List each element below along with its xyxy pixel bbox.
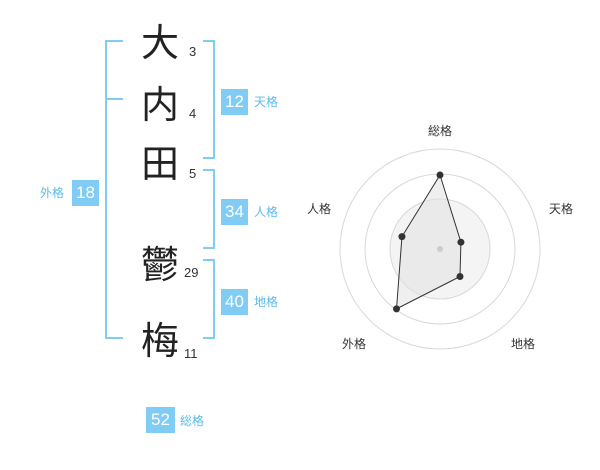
tenkaku-value: 12 <box>221 89 248 115</box>
stroke-count-5: 11 <box>184 346 198 361</box>
name-char-4: 鬱 <box>141 243 180 287</box>
name-char-5: 梅 <box>141 319 180 363</box>
name-char-3: 田 <box>141 142 180 186</box>
gaikaku-label: 外格 <box>40 186 65 200</box>
chikaku-bracket <box>203 259 215 339</box>
radar-point-3 <box>456 273 464 281</box>
jinkaku-bracket <box>203 169 215 249</box>
stroke-count-3: 5 <box>189 166 197 181</box>
stroke-count-2: 4 <box>189 106 197 121</box>
stroke-count-1: 3 <box>189 44 197 59</box>
radar-label-gaikaku: 外格 <box>342 337 367 351</box>
radar-label-soukaku: 総格 <box>428 124 453 138</box>
radar-point-2 <box>457 238 465 246</box>
soukaku-value: 52 <box>146 407 175 433</box>
name-char-1: 大 <box>141 21 180 65</box>
radar-ring-4 <box>339 148 541 350</box>
soukaku-label: 総格 <box>180 414 205 428</box>
radar-label-jinkaku: 人格 <box>307 202 332 216</box>
gaikaku-value: 18 <box>72 180 99 206</box>
gaikaku-bracket <box>105 40 123 339</box>
chikaku-value: 40 <box>221 289 248 315</box>
radar-center <box>437 246 443 252</box>
radar-point-4 <box>393 305 401 313</box>
radar-label-tenkaku: 天格 <box>549 202 574 216</box>
radar-polygon <box>395 173 462 310</box>
jinkaku-value: 34 <box>221 199 248 225</box>
stroke-count-4: 29 <box>184 265 199 280</box>
name-char-2: 内 <box>141 83 180 127</box>
jinkaku-label: 人格 <box>254 205 279 219</box>
tenkaku-bracket <box>203 40 215 159</box>
radar-point-5 <box>398 233 406 241</box>
tenkaku-label: 天格 <box>254 95 279 109</box>
radar-label-chikaku: 地格 <box>511 337 536 351</box>
chikaku-label: 地格 <box>254 295 279 309</box>
radar-point-1 <box>436 171 444 179</box>
